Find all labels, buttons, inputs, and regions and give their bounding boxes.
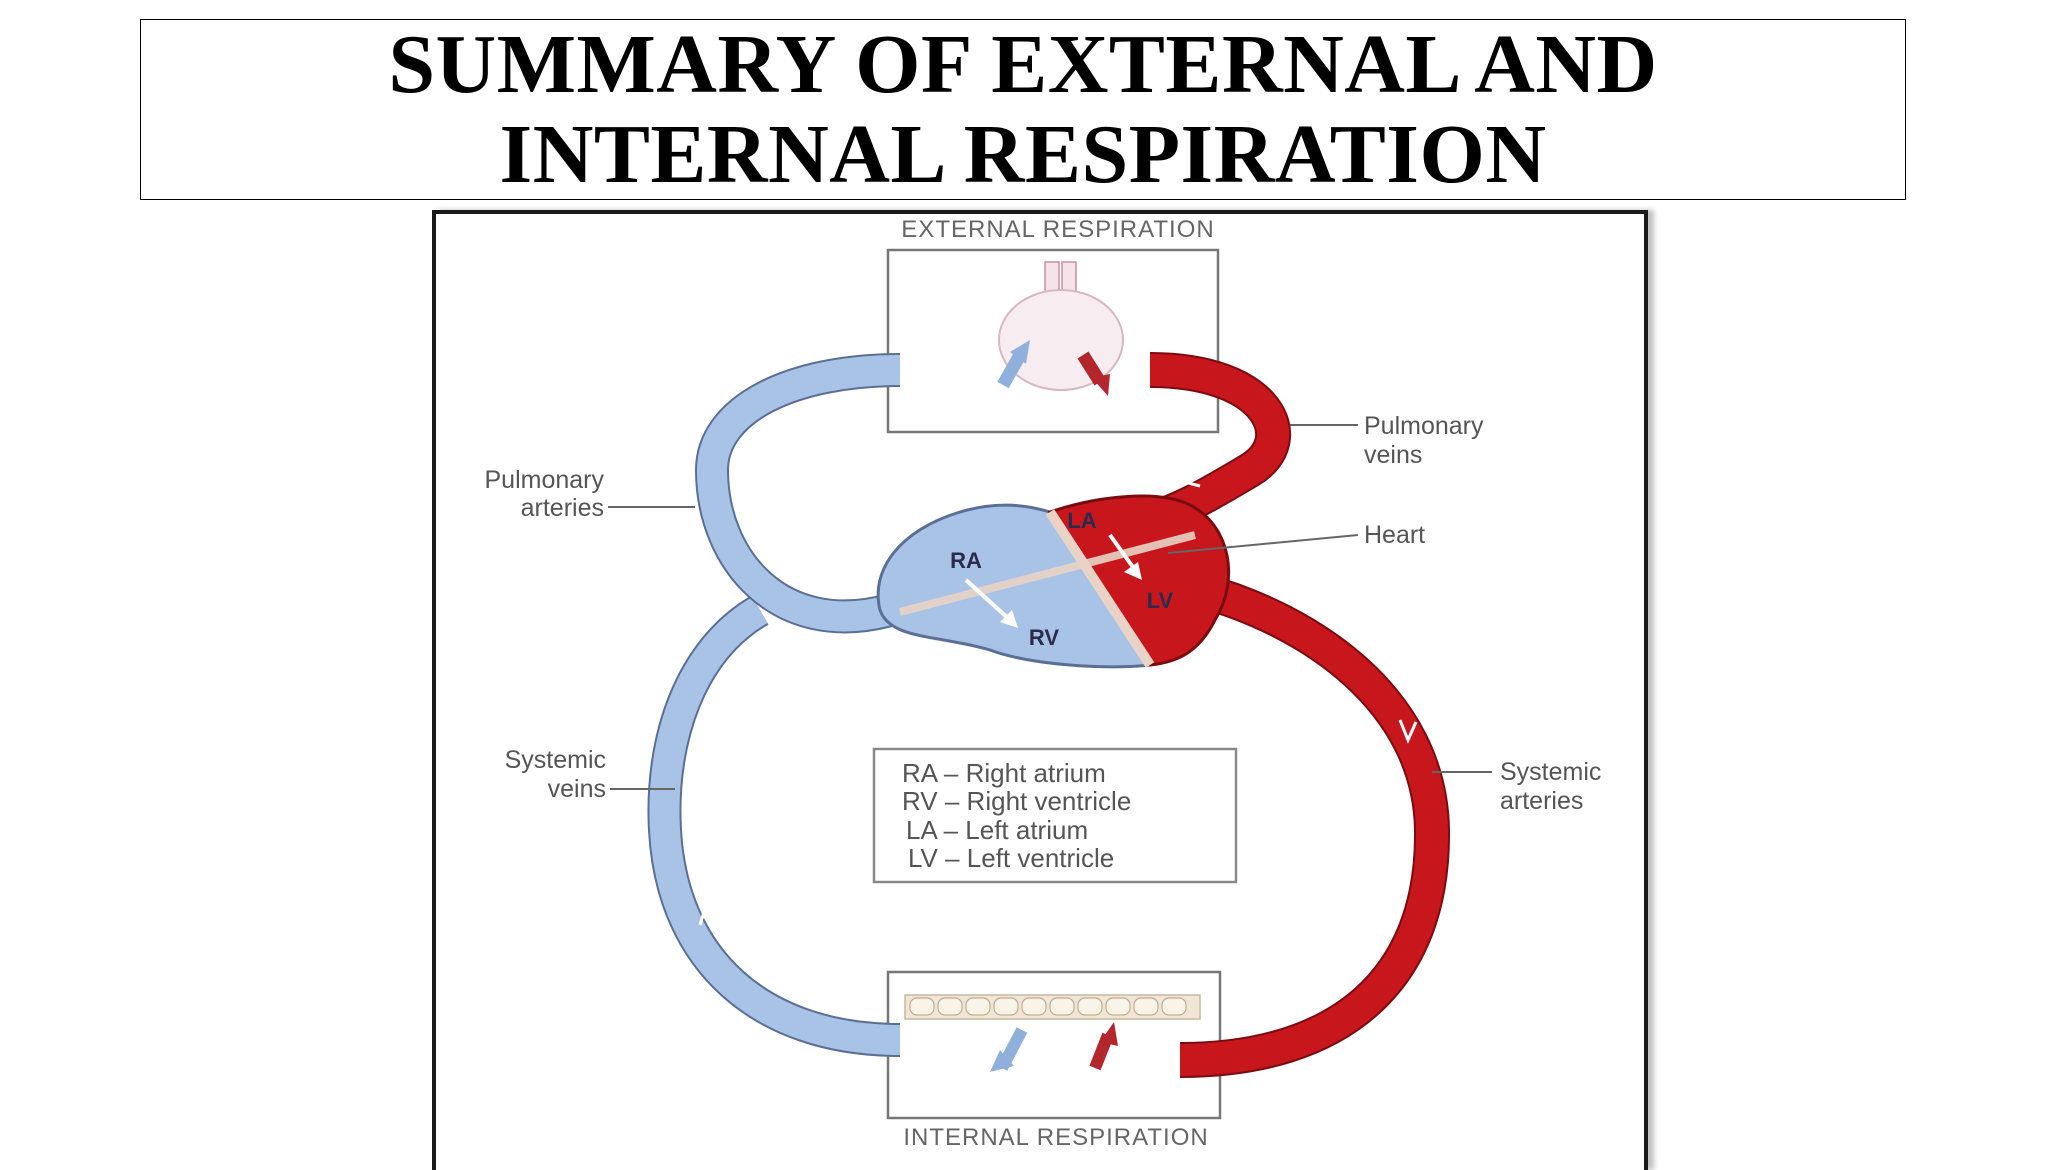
heart xyxy=(876,494,1231,669)
abbreviation-key-box xyxy=(872,747,1238,884)
title-line-2: INTERNAL RESPIRATION xyxy=(499,107,1547,201)
o2-arrowhead-icon xyxy=(1100,1022,1118,1046)
la-lv-arrowhead-icon xyxy=(1124,562,1142,580)
tissue-cells xyxy=(904,994,1201,1020)
internal-respiration-caption: INTERNAL RESPIRATION xyxy=(903,1124,1208,1151)
label-systemic-veins-1: Systemic xyxy=(505,746,606,774)
pulmonary-artery-flow-icon xyxy=(750,425,766,449)
key-item: RV – Right ventricle xyxy=(902,786,1131,816)
label-pulmonary-arteries-2: arteries xyxy=(521,494,604,522)
systemic-veins xyxy=(649,596,901,1055)
slide-title: SUMMARY OF EXTERNAL AND INTERNAL RESPIRA… xyxy=(140,19,1906,200)
chamber-lv: LV xyxy=(1147,588,1174,613)
label-pulmonary-veins-1: Pulmonary xyxy=(1364,412,1484,440)
external-respiration-caption: EXTERNAL RESPIRATION xyxy=(901,216,1214,243)
la-lv-flow-arrow-icon xyxy=(1108,533,1137,572)
chamber-la: LA xyxy=(1067,508,1096,533)
o2-in-arrowhead-icon xyxy=(1092,374,1110,396)
external-respiration-box xyxy=(886,248,1220,434)
label-systemic-arteries-2: arteries xyxy=(1500,787,1583,815)
co2-out-arrow-icon xyxy=(997,351,1026,389)
systemic-artery-flow-icon xyxy=(1398,719,1418,744)
label-heart: Heart xyxy=(1364,521,1425,549)
septum xyxy=(1045,509,1155,668)
label-pulmonary-veins-2: veins xyxy=(1364,441,1422,469)
co2-out-arrowhead-icon xyxy=(1010,340,1030,364)
co2-arrowhead-icon xyxy=(990,1050,1014,1072)
ra-rv-arrowhead-icon xyxy=(1000,610,1018,628)
leader-lines xyxy=(608,424,1492,790)
systemic-arteries xyxy=(1179,574,1449,1076)
chamber-ra: RA xyxy=(950,548,982,573)
key-item: LV – Left ventricle xyxy=(908,843,1114,873)
systemic-vein-flow-icon xyxy=(698,899,714,926)
key-item: RA – Right atrium xyxy=(902,758,1106,788)
label-pulmonary-arteries-1: Pulmonary xyxy=(485,466,605,494)
ra-rv-flow-arrow-icon xyxy=(964,578,1012,622)
label-systemic-veins-2: veins xyxy=(548,775,606,803)
key-item: LA – Left atrium xyxy=(906,815,1088,845)
chamber-rv: RV xyxy=(1029,625,1059,650)
label-systemic-arteries-1: Systemic xyxy=(1500,758,1601,786)
pulmonary-arteries xyxy=(696,355,901,632)
pulmonary-vein-flow-icon xyxy=(1180,470,1201,488)
valve-plane xyxy=(898,531,1197,616)
title-line-1: SUMMARY OF EXTERNAL AND xyxy=(388,17,1658,111)
